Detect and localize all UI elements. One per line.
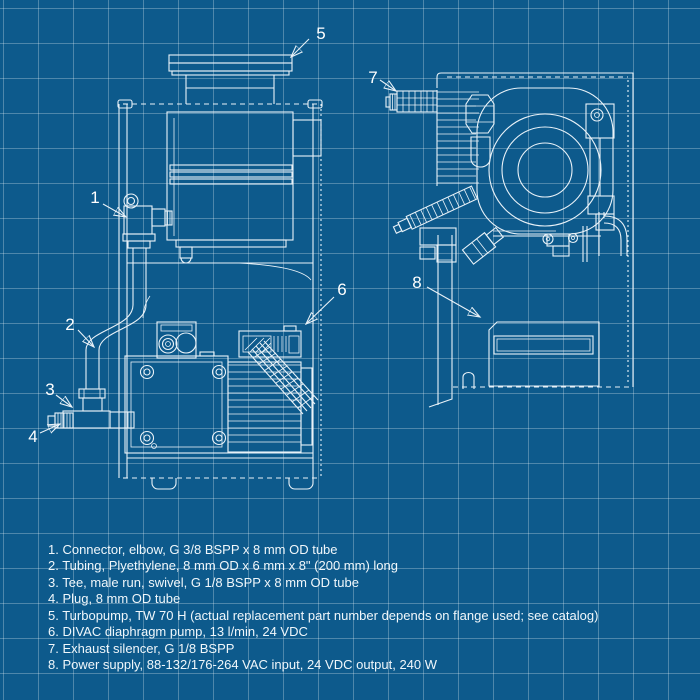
parts-list-item: 2. Tubing, Plyethylene, 8 mm OD x 6 mm x… bbox=[48, 558, 398, 574]
turbopump-body bbox=[166, 111, 322, 264]
hex-fitting bbox=[465, 94, 495, 168]
parts-list-item: 3. Tee, male run, swivel, G 1/8 BSPP x 8… bbox=[48, 574, 359, 590]
parts-list-item: 5. Turbopump, TW 70 H (actual replacemen… bbox=[48, 607, 599, 623]
callout-5-arrow bbox=[291, 38, 310, 57]
support-column bbox=[428, 235, 475, 408]
corrugated-hose bbox=[392, 185, 479, 234]
turbopump-flange bbox=[168, 54, 293, 76]
side-view bbox=[385, 72, 634, 408]
pump-feet bbox=[151, 478, 314, 490]
turbopump bbox=[127, 54, 322, 281]
parts-list-item: 1. Connector, elbow, G 3/8 BSPP x 8 mm O… bbox=[48, 542, 338, 557]
mounting-bracket bbox=[585, 103, 615, 231]
callout-4-arrow bbox=[39, 424, 60, 433]
turbopump-neck bbox=[185, 75, 275, 104]
parts-list-item: 4. Plug, 8 mm OD tube bbox=[48, 591, 181, 607]
callout-6-arrow bbox=[306, 296, 335, 324]
callout-2-arrow bbox=[77, 329, 94, 347]
turbopump-shelf bbox=[127, 262, 313, 281]
callout-5-label: 5 bbox=[316, 24, 325, 43]
cable-bundle bbox=[247, 340, 319, 415]
enclosure-outline bbox=[117, 99, 323, 479]
callout-3-arrow bbox=[55, 394, 72, 407]
callout-4-label: 4 bbox=[28, 427, 37, 446]
callout-3-label: 3 bbox=[45, 380, 54, 399]
front-view bbox=[47, 54, 323, 490]
tee-fitting bbox=[62, 388, 135, 429]
callout-8-arrow bbox=[426, 286, 480, 317]
exhaust-silencer bbox=[385, 90, 438, 113]
callout-1-label: 1 bbox=[90, 188, 99, 207]
side-enclosure-outline bbox=[436, 72, 634, 388]
parts-list-item: 6. DIVAC diaphragm pump, 13 l/min, 24 VD… bbox=[48, 624, 308, 640]
parts-list-item: 7. Exhaust silencer, G 1/8 BSPP bbox=[48, 640, 235, 656]
valve-head bbox=[142, 295, 197, 359]
callout-8-label: 8 bbox=[412, 273, 421, 292]
motor-fins bbox=[227, 361, 313, 453]
pump-screws bbox=[139, 364, 227, 449]
elbow-connector bbox=[122, 193, 173, 249]
plug bbox=[47, 412, 74, 429]
tubing bbox=[85, 248, 147, 389]
divac-pump bbox=[124, 295, 319, 490]
power-supply bbox=[488, 321, 600, 387]
connector-block bbox=[238, 325, 302, 358]
cooling-fins bbox=[436, 90, 479, 186]
parts-list-item: 8. Power supply, 88-132/176-264 VAC inpu… bbox=[48, 657, 438, 673]
pump-housing bbox=[476, 87, 614, 235]
callout-7-arrow bbox=[379, 79, 396, 91]
callout-6-label: 6 bbox=[337, 280, 346, 299]
parts-list: 1. Connector, elbow, G 3/8 BSPP x 8 mm O… bbox=[48, 542, 693, 674]
callout-1-arrow bbox=[102, 203, 126, 217]
callouts: 1 2 3 4 5 6 7 8 bbox=[28, 24, 480, 446]
callout-2-label: 2 bbox=[65, 315, 74, 334]
pump-platform bbox=[127, 452, 313, 459]
callout-7-label: 7 bbox=[368, 68, 377, 87]
